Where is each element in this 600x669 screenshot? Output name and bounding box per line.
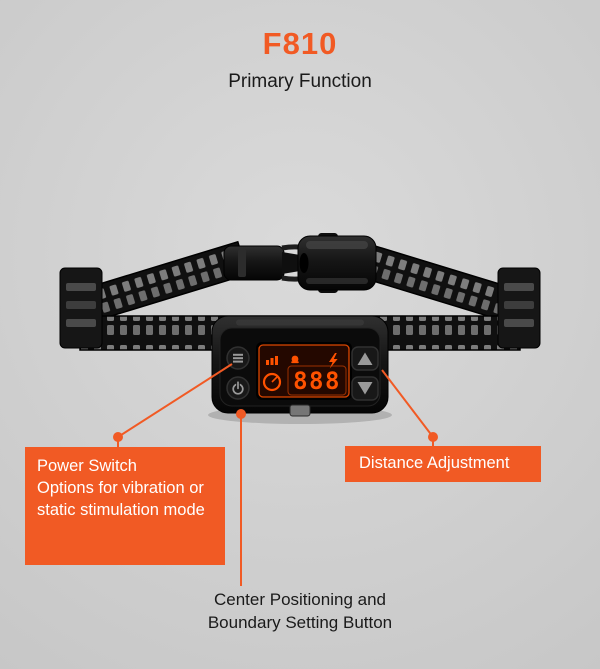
strap-upper-right [351, 241, 521, 324]
power-button [226, 376, 250, 400]
callout-distance-adjustment-label: Distance Adjustment [359, 454, 510, 473]
strap-end-left [59, 267, 103, 349]
callout-power-switch: Power Switch Options for vibration or st… [25, 447, 225, 565]
charging-port-cover [289, 404, 311, 417]
callout-center-positioning-line1: Center Positioning and [213, 590, 386, 609]
dial-gauge-icon [262, 372, 282, 392]
lcd-screen: 888 [256, 342, 352, 400]
page-subtitle: Primary Function [228, 71, 372, 92]
callout-center-positioning-line2: Boundary Setting Button [207, 613, 393, 633]
page-title: F810 [262, 26, 338, 61]
signal-bars-icon [266, 356, 278, 365]
callout-dot-distance [428, 432, 438, 442]
leader-line-distance [381, 369, 434, 438]
callout-power-switch-description: Options for vibration or static stimulat… [37, 478, 205, 519]
callout-dots [113, 409, 438, 442]
callout-distance-adjustment: Distance Adjustment [345, 446, 541, 482]
leader-line-power [117, 363, 233, 438]
strap-end-right [497, 267, 541, 349]
receiver-device: 888 [208, 315, 392, 424]
callout-dot-power [113, 432, 123, 442]
up-arrow-button [351, 346, 379, 371]
down-arrow-button [351, 376, 379, 401]
callout-leaders [117, 363, 434, 586]
buckle [223, 233, 377, 293]
lcd-digits: 888 [293, 367, 341, 395]
strap-upper-left [79, 240, 249, 324]
mode-button [226, 346, 250, 370]
bell-icon [291, 355, 299, 364]
callout-center-positioning: Center Positioning and Boundary Setting … [0, 588, 600, 635]
callout-dot-center [236, 409, 246, 419]
lightning-icon [329, 353, 338, 369]
callout-power-switch-title: Power Switch [37, 457, 137, 475]
